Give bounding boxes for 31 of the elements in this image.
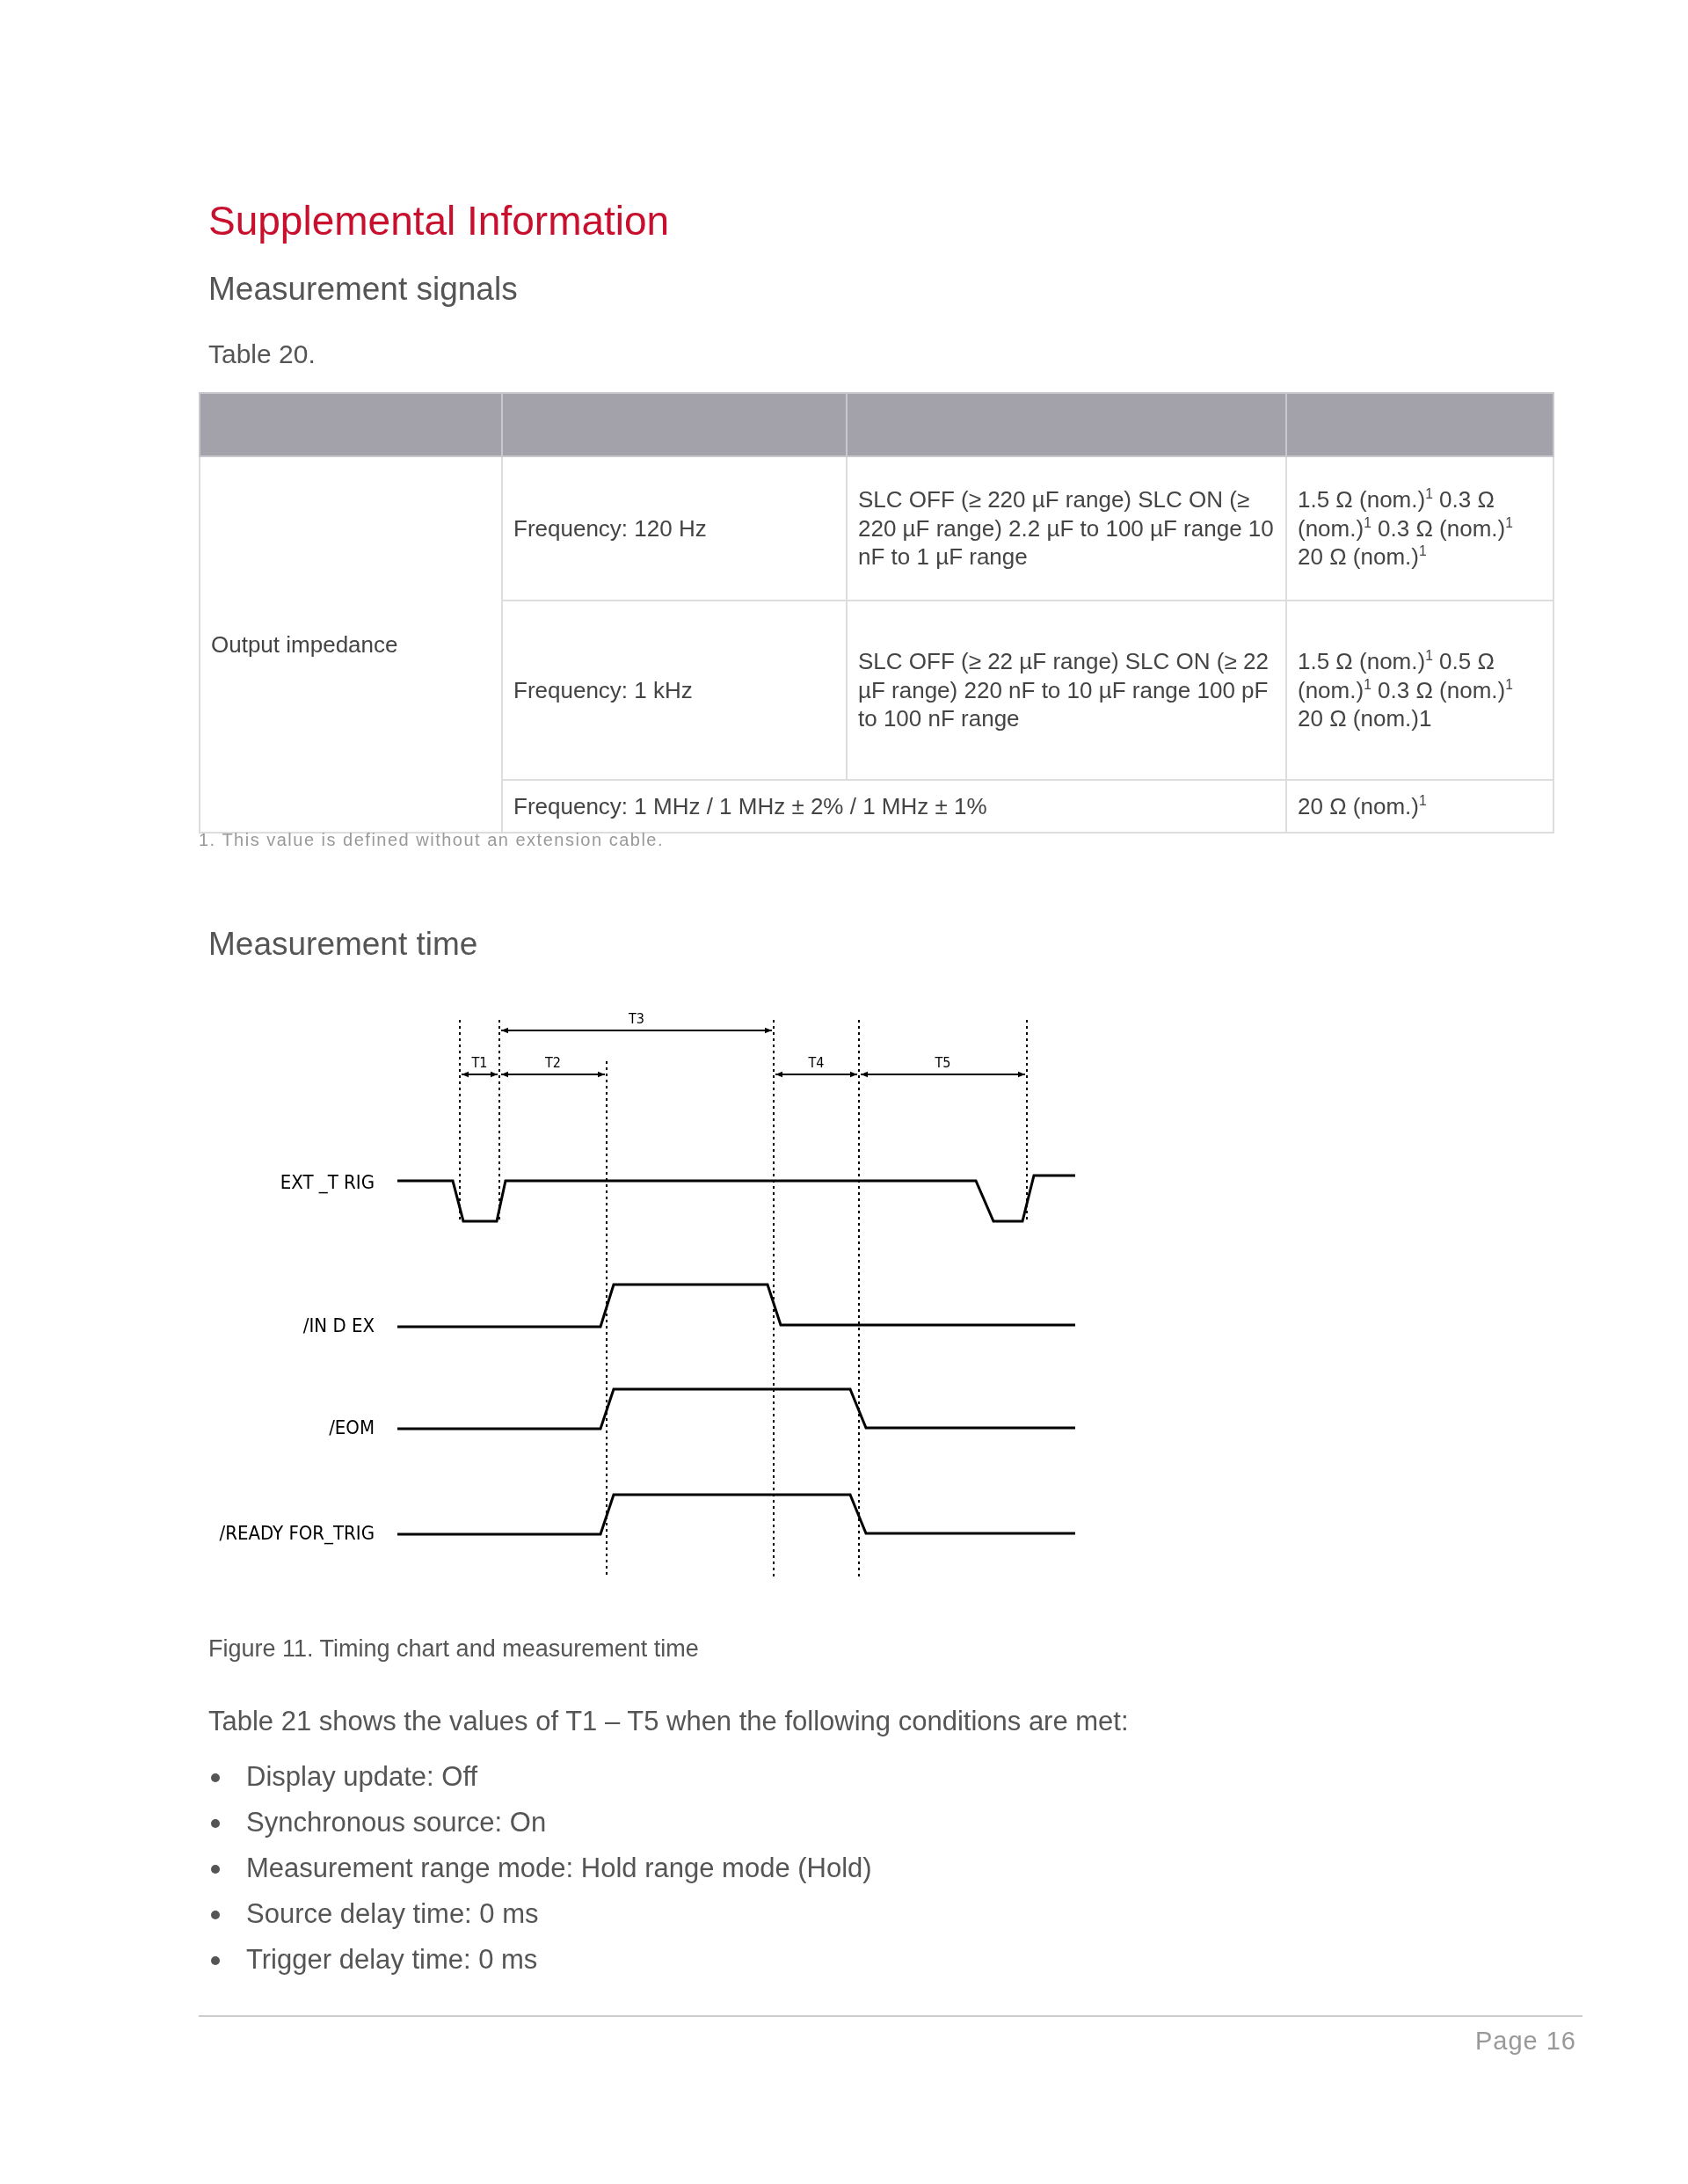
list-item: Trigger delay time: 0 ms — [246, 1944, 538, 1976]
table-cell: 1.5 Ω (nom.)$^{1}$ 0.5 Ω (nom.)$^{1}$ 0.3 Ω (nom.)$^{1}$ 20 Ω (nom.)1 — [1286, 601, 1553, 780]
table-cell: 20 Ω (nom.)$^{1}$ — [1286, 780, 1553, 833]
table-cell: SLC OFF (≥ 220 µF range) SLC ON (≥ 220 µF range) 2.2 µF to 100 µF range 10 nF to 1 µF range — [847, 456, 1286, 601]
timing-label: T4 — [808, 1054, 825, 1071]
table-cell: Frequency: 120 Hz — [502, 456, 847, 601]
timing-label: T3 — [629, 1010, 644, 1027]
page-title: Supplemental Information — [208, 197, 670, 244]
figure-caption: Figure 11. Timing chart and measurement time — [208, 1635, 699, 1663]
list-item: Measurement range mode: Hold range mode (Hold) — [246, 1853, 872, 1884]
body-text: Table 21 shows the values of T1 – T5 when the following conditions are met: — [208, 1706, 1129, 1737]
list-item: Synchronous source: On — [246, 1807, 547, 1838]
table-cell: Output impedance — [200, 456, 502, 833]
section-heading: Measurement signals — [208, 271, 518, 308]
signal-name: /IN D EX — [302, 1314, 375, 1336]
timing-label: T2 — [545, 1054, 561, 1071]
page-number: Page 16 — [1474, 2027, 1576, 2056]
signal-name: /READY FOR_TRIG — [219, 1522, 375, 1544]
list-item: Source delay time: 0 ms — [246, 1898, 539, 1930]
table-cell: Frequency: 1 kHz — [502, 601, 847, 780]
list-item: Display update: Off — [246, 1761, 478, 1793]
section-heading: Measurement time — [208, 926, 478, 963]
table-cell: Frequency: 1 MHz / 1 MHz ± 2% / 1 MHz ± 1% — [502, 780, 1286, 833]
signal-name: EXT _T RIG — [280, 1171, 375, 1193]
signal-name: /EOM — [329, 1416, 375, 1438]
table-caption: Table 20. — [208, 339, 316, 369]
table-cell: 1.5 Ω (nom.)$^{1}$ 0.3 Ω (nom.)$^{1}$ 0.3 Ω (nom.)$^{1}$ 20 Ω (nom.)$^{1}$ — [1286, 456, 1553, 601]
timing-label: T1 — [471, 1054, 488, 1071]
footnote: 1. This value is defined without an extension cable. — [199, 830, 665, 850]
table-cell: SLC OFF (≥ 22 µF range) SLC ON (≥ 22 µF range) 220 nF to 10 µF range 100 pF to 100 nF range — [847, 601, 1286, 780]
timing-label: T5 — [935, 1054, 951, 1071]
